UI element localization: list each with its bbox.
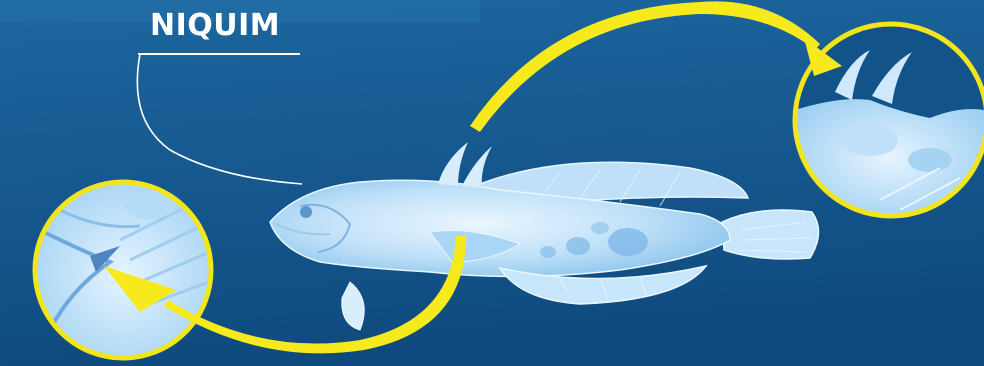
- page-title: NIQUIM: [150, 8, 280, 43]
